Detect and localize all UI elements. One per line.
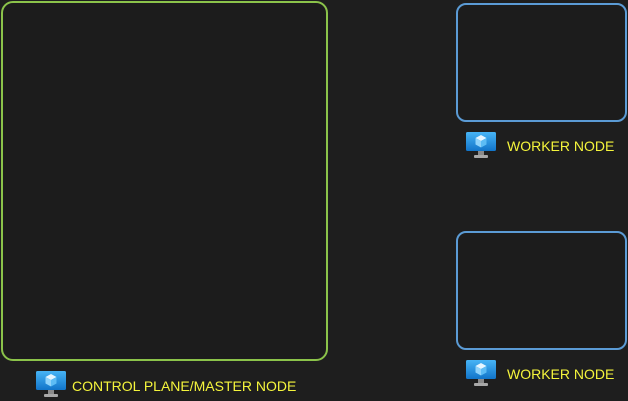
worker-node-2-label-text: WORKER NODE [507, 366, 615, 382]
worker-node-2-box[interactable] [456, 231, 627, 350]
control-plane-label-text: CONTROL PLANE/MASTER NODE [72, 377, 297, 394]
worker-node-1-label: WORKER NODE [465, 131, 614, 159]
worker-node-2-label: WORKER NODE [465, 359, 614, 387]
control-plane-label: CONTROL PLANE/MASTER NODE [35, 370, 296, 398]
virtual-machine-icon [466, 132, 496, 158]
virtual-machine-icon [36, 371, 66, 397]
worker-node-1-label-text: WORKER NODE [507, 138, 615, 154]
virtual-machine-icon [466, 360, 496, 386]
worker-node-1-box[interactable] [456, 3, 627, 122]
control-plane-box[interactable] [1, 1, 328, 361]
